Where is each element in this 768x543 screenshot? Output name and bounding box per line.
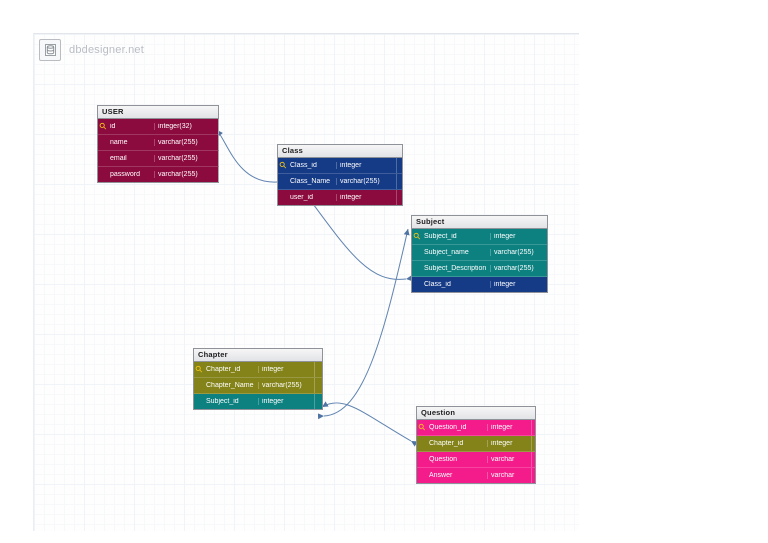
column-name: password: [110, 171, 140, 178]
column-extra: [396, 174, 402, 189]
table-row[interactable]: Subject_name varchar(255): [412, 245, 551, 261]
table-row[interactable]: Chapter_Name varchar(255): [194, 378, 322, 394]
column-extra: [218, 167, 219, 182]
column-name: Chapter_Name: [206, 382, 254, 389]
column-name: Class_id: [290, 162, 317, 169]
column-type: integer: [490, 281, 550, 288]
database-icon: [39, 39, 61, 61]
column-type: integer: [258, 366, 314, 373]
column-extra: [218, 135, 219, 150]
table-row[interactable]: ⚲Question_id integer: [416, 420, 535, 436]
column-type: integer: [336, 194, 396, 201]
column-extra: [218, 119, 219, 134]
column-extra: [531, 420, 535, 435]
column-extra: [396, 158, 402, 173]
table-row[interactable]: password varchar(255): [98, 167, 219, 182]
column-type: integer: [336, 162, 396, 169]
table-row[interactable]: Chapter_id integer: [417, 436, 535, 452]
column-type: varchar(255): [154, 155, 218, 162]
table-title[interactable]: Question: [417, 407, 535, 420]
table-title[interactable]: Chapter: [194, 349, 322, 362]
primary-key-icon: ⚲: [277, 159, 290, 172]
column-type: varchar(255): [336, 178, 396, 185]
primary-key-icon: ⚲: [416, 421, 429, 434]
column-name: name: [110, 139, 128, 146]
table-title[interactable]: USER: [98, 106, 218, 119]
table-row[interactable]: ⚲Subject_id integer: [411, 229, 551, 245]
table-row[interactable]: Class_id integer: [412, 277, 551, 292]
relationship-link[interactable]: [216, 129, 284, 185]
column-type: varchar: [487, 456, 531, 463]
table-title[interactable]: Subject: [412, 216, 547, 229]
table-row[interactable]: name varchar(255): [98, 135, 219, 151]
column-name: Class_id: [424, 281, 451, 288]
column-name: Subject_name: [424, 249, 469, 256]
column-type: integer: [487, 440, 531, 447]
column-extra: [314, 394, 322, 409]
column-name: Class_Name: [290, 178, 331, 185]
column-extra: [550, 229, 551, 244]
column-name: Question: [429, 456, 458, 463]
column-type: varchar(255): [258, 382, 314, 389]
brand-logo: dbdesigner.net: [39, 39, 144, 61]
column-name: Question_id: [429, 424, 467, 431]
column-type: varchar(255): [154, 139, 218, 146]
column-name: id: [110, 123, 116, 130]
column-extra: [550, 277, 551, 292]
column-type: integer: [258, 398, 314, 405]
column-name: Answer: [429, 472, 453, 479]
primary-key-icon: ⚲: [97, 120, 110, 133]
primary-key-icon: ⚲: [411, 230, 424, 243]
table-row[interactable]: ⚲Chapter_id integer: [193, 362, 322, 378]
table-row[interactable]: Answer varchar: [417, 468, 535, 483]
column-type: integer: [487, 424, 531, 431]
column-extra: [314, 378, 322, 393]
table-row[interactable]: ⚲Class_id integer: [277, 158, 402, 174]
relationship-link[interactable]: [317, 228, 410, 420]
relationship-link[interactable]: [321, 401, 418, 447]
column-type: varchar(255): [490, 249, 550, 256]
table-user[interactable]: USER⚲id integer(32) name varchar(255) email v…: [97, 105, 219, 183]
column-name: Subject_id: [206, 398, 239, 405]
column-type: varchar(255): [154, 171, 218, 178]
column-name: email: [110, 155, 127, 162]
column-type: varchar: [487, 472, 531, 479]
column-type: integer: [490, 233, 550, 240]
column-name: Chapter_id: [429, 440, 464, 447]
table-row[interactable]: ⚲id integer(32): [97, 119, 219, 135]
primary-key-icon: ⚲: [193, 363, 206, 376]
column-type: varchar(255): [490, 265, 550, 272]
column-extra: [531, 436, 535, 451]
table-row[interactable]: Subject_id integer: [194, 394, 322, 409]
column-extra: [218, 151, 219, 166]
table-title[interactable]: Class: [278, 145, 402, 158]
column-name: user_id: [290, 194, 313, 201]
column-name: Subject_id: [424, 233, 457, 240]
table-row[interactable]: user_id integer: [278, 190, 402, 205]
column-extra: [550, 261, 551, 276]
brand-label: dbdesigner.net: [69, 44, 144, 56]
column-extra: [531, 452, 535, 467]
column-name: Chapter_id: [206, 366, 241, 373]
table-row[interactable]: Question varchar: [417, 452, 535, 468]
column-extra: [531, 468, 535, 483]
column-extra: [314, 362, 322, 377]
table-row[interactable]: Class_Name varchar(255): [278, 174, 402, 190]
column-name: Subject_Description: [424, 265, 487, 272]
column-extra: [550, 245, 551, 260]
column-type: integer(32): [154, 123, 218, 130]
column-extra: [396, 190, 402, 205]
table-row[interactable]: email varchar(255): [98, 151, 219, 167]
